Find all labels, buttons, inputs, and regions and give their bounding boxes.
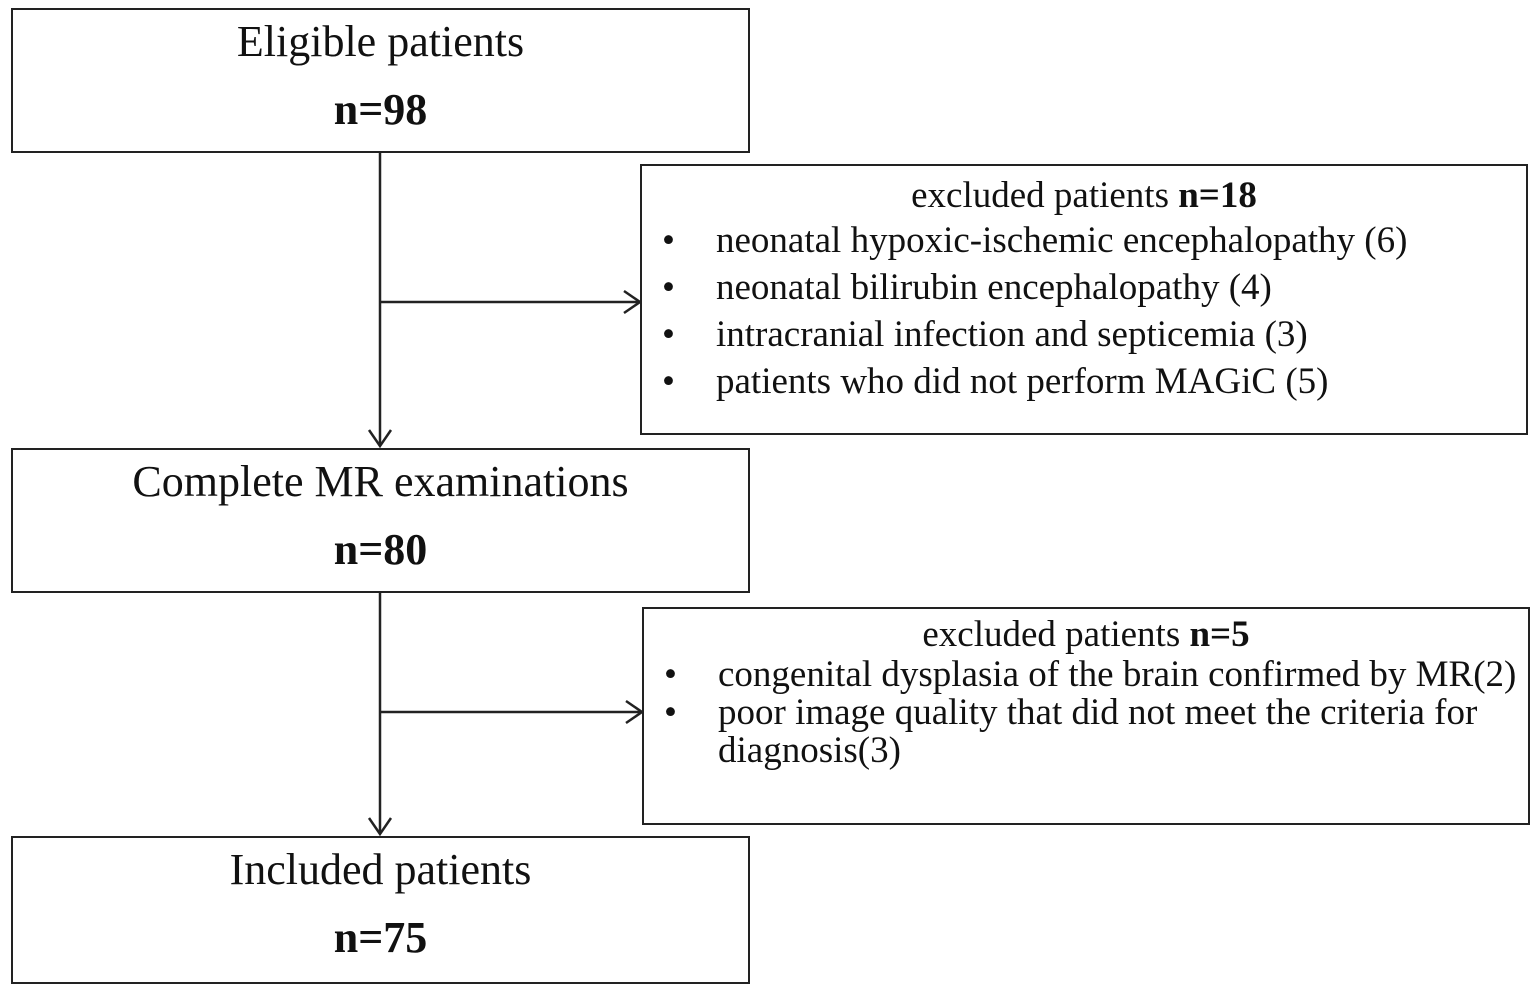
- included-patients-box: Included patients n=75: [11, 836, 750, 984]
- bullet-icon: •: [662, 360, 675, 402]
- excluded-patients-box-1: excluded patients n=18 • neonatal hypoxic…: [640, 164, 1528, 435]
- exclusion-item-text: intracranial infection and septicemia (3…: [716, 313, 1308, 355]
- bullet-icon: •: [662, 313, 675, 355]
- exclusion-item-text: neonatal bilirubin encephalopathy (4): [716, 266, 1272, 308]
- exclusion-list-1: • neonatal hypoxic-ischemic encephalopath…: [642, 217, 1526, 405]
- excluded-count-2: n=5: [1189, 614, 1250, 655]
- excluded-header-1: excluded patients n=18: [642, 175, 1526, 217]
- excluded-label-1: excluded patients: [911, 175, 1169, 216]
- eligible-patients-box: Eligible patients n=98: [11, 8, 750, 153]
- arrowhead-down-2: [367, 817, 393, 837]
- complete-mr-count: n=80: [333, 525, 428, 574]
- excluded-count-1: n=18: [1178, 175, 1257, 216]
- arrowhead-down-1: [367, 429, 393, 449]
- exclusion-item: • patients who did not perform MAGiC (5): [642, 358, 1526, 405]
- included-patients-count: n=75: [333, 913, 428, 962]
- exclusion-item: • congenital dysplasia of the brain confi…: [644, 653, 1528, 695]
- complete-mr-title: Complete MR examinations: [132, 457, 629, 506]
- exclusion-item: • intracranial infection and septicemia (…: [642, 311, 1526, 358]
- included-patients-title: Included patients: [229, 845, 532, 894]
- exclusion-item: • neonatal hypoxic-ischemic encephalopath…: [642, 217, 1526, 264]
- bullet-icon: •: [662, 219, 675, 261]
- bullet-icon: •: [664, 653, 677, 695]
- bullet-icon: •: [662, 266, 675, 308]
- exclusion-item-text: congenital dysplasia of the brain confir…: [718, 653, 1517, 695]
- excluded-patients-box-2: excluded patients n=5 • congenital dyspla…: [642, 607, 1530, 825]
- exclusion-item: • neonatal bilirubin encephalopathy (4): [642, 264, 1526, 311]
- excluded-header-2: excluded patients n=5: [644, 614, 1528, 656]
- eligible-patients-title: Eligible patients: [236, 17, 525, 66]
- excluded-label-2: excluded patients: [922, 614, 1181, 655]
- exclusion-item-text: neonatal hypoxic-ischemic encephalopathy…: [716, 219, 1408, 261]
- exclusion-item-text: patients who did not perform MAGiC (5): [716, 360, 1329, 402]
- complete-mr-box: Complete MR examinations n=80: [11, 448, 750, 593]
- eligible-patients-count: n=98: [333, 85, 428, 134]
- exclusion-item-text: poor image quality that did not meet the…: [718, 691, 1478, 771]
- bullet-icon: •: [664, 691, 677, 733]
- exclusion-list-2: • congenital dysplasia of the brain confi…: [644, 653, 1528, 771]
- exclusion-item: • poor image quality that did not meet th…: [644, 691, 1528, 771]
